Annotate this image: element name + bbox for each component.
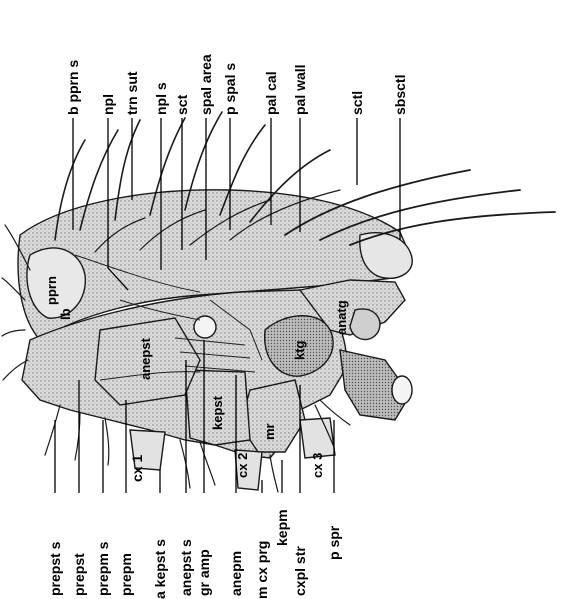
bottom-labels: prepst s prepst prepm s prepm cx 1 a kep… — [47, 455, 342, 599]
label-p-spal-s: p spal s — [222, 63, 238, 115]
label-pal-cal: pal cal — [263, 71, 279, 115]
label-sct: sct — [174, 94, 190, 115]
label-anepst-s: anepst s — [178, 539, 194, 596]
label-lb: lb — [58, 308, 73, 320]
label-cxpl-str: cxpl str — [292, 546, 308, 596]
label-sbsctl: sbsctl — [392, 75, 408, 115]
top-labels: b pprn s npl trn sut npl s sct spal area… — [65, 54, 408, 115]
label-m-cx-prg: m cx prg — [254, 541, 270, 599]
label-gr-amp: gr amp — [196, 549, 212, 596]
label-prepst-s: prepst s — [47, 541, 63, 596]
label-anatg: anatg — [334, 300, 349, 335]
label-prepm: prepm — [118, 553, 134, 596]
label-kepm: kepm — [274, 509, 290, 546]
label-npl: npl — [100, 94, 116, 115]
label-ktg: ktg — [292, 340, 307, 360]
label-a-kepst-s: a kepst s — [152, 539, 168, 599]
label-anepm: anepm — [228, 551, 244, 596]
label-sctl: sctl — [349, 91, 365, 115]
label-prepm-s: prepm s — [95, 541, 111, 596]
label-p-spr: p spr — [326, 525, 342, 560]
label-pal-wall: pal wall — [292, 64, 308, 115]
label-spal-area: spal area — [198, 54, 214, 115]
label-prepst: prepst — [71, 553, 87, 596]
label-pprn: pprn — [44, 276, 59, 305]
label-kepst: kepst — [210, 395, 225, 430]
thorax-illustration — [2, 112, 555, 492]
label-cx-1: cx 1 — [129, 455, 145, 482]
haltere — [340, 309, 412, 420]
label-anepst: anepst — [138, 337, 153, 380]
label-cx-3: cx 3 — [310, 453, 325, 478]
label-npl-s: npl s — [153, 82, 169, 115]
label-cx-2: cx 2 — [235, 453, 250, 478]
label-mr: mr — [262, 423, 277, 440]
label-trn-sut: trn sut — [124, 71, 140, 115]
label-b-pprn-s: b pprn s — [65, 60, 81, 115]
